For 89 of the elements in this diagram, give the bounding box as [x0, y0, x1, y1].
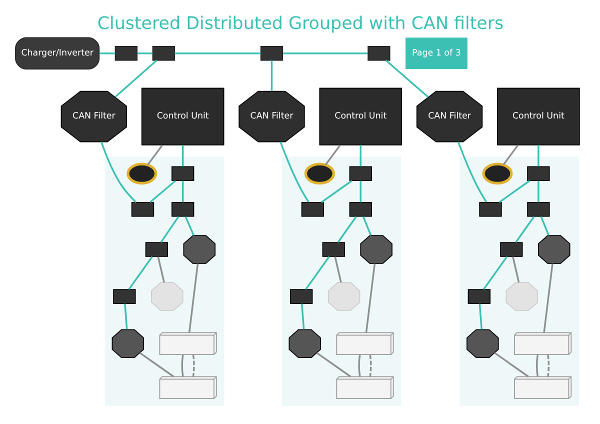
connector	[537, 145, 539, 166]
connector	[512, 256, 520, 283]
connector	[138, 352, 174, 378]
connector	[359, 145, 362, 166]
connector	[478, 304, 482, 330]
node-box	[260, 46, 283, 61]
node-box	[300, 202, 324, 217]
node-box	[500, 242, 522, 257]
node-box	[290, 289, 312, 304]
diagram-title: Clustered Distributed Grouped with CAN filters	[96, 14, 504, 34]
connector	[128, 256, 152, 290]
connector	[304, 256, 330, 290]
connector	[384, 60, 428, 98]
connector	[146, 144, 163, 166]
node-box	[112, 289, 136, 304]
node-box	[478, 202, 502, 217]
connector	[174, 52, 260, 54]
cluster	[281, 156, 401, 406]
connector	[546, 354, 550, 377]
connector	[536, 354, 538, 377]
node-box	[114, 46, 137, 61]
node-box	[171, 202, 194, 217]
connector	[364, 263, 376, 333]
node-box	[526, 202, 550, 217]
node-box: Control Unit	[496, 88, 580, 146]
node-octagon	[111, 329, 144, 358]
connector	[320, 180, 352, 204]
node-box	[467, 289, 490, 304]
label: Page 1 of 3	[412, 48, 460, 59]
connector	[124, 304, 128, 330]
connector	[136, 52, 152, 54]
connector	[498, 180, 530, 204]
connector	[300, 304, 304, 330]
node-octagon	[327, 282, 360, 311]
connector	[181, 180, 184, 202]
connector	[114, 60, 157, 98]
node-octagon	[360, 235, 392, 264]
node-box: Charger/Inverter	[14, 37, 100, 70]
connector	[362, 216, 372, 236]
node-ring	[304, 162, 334, 185]
connector	[514, 216, 534, 243]
connector	[334, 256, 342, 283]
node-octagon	[182, 235, 216, 264]
node-ring	[482, 162, 512, 185]
node-ring	[126, 162, 157, 185]
connector	[270, 60, 272, 92]
node-box: Control Unit	[140, 88, 224, 146]
node-box	[130, 202, 154, 217]
connector	[279, 142, 309, 202]
connector	[192, 354, 194, 377]
connector	[358, 354, 360, 377]
connector	[184, 216, 194, 236]
connector	[324, 144, 340, 166]
cluster	[104, 156, 224, 406]
node-octagon	[538, 235, 570, 264]
node-box	[526, 166, 550, 182]
connector	[542, 263, 553, 333]
node-box	[171, 166, 194, 182]
connector	[156, 256, 164, 283]
connector	[316, 352, 351, 378]
node-box	[348, 166, 372, 182]
node-box	[348, 202, 372, 217]
connector	[148, 180, 176, 203]
connector	[482, 256, 508, 290]
connector	[502, 144, 518, 166]
node-box: Control Unit	[318, 88, 402, 146]
connector	[100, 142, 136, 203]
connector	[359, 180, 362, 202]
cluster	[459, 156, 578, 406]
connector	[368, 354, 372, 377]
connector	[494, 352, 528, 378]
connector	[180, 354, 184, 377]
connector	[160, 216, 179, 243]
connector	[537, 180, 539, 202]
connector	[456, 142, 487, 202]
connector	[540, 216, 550, 236]
node-octagon	[505, 282, 538, 311]
connector	[98, 52, 115, 54]
connector	[336, 216, 356, 243]
node-box	[144, 242, 168, 257]
node-box	[322, 242, 344, 257]
connector	[188, 263, 198, 333]
connector	[181, 145, 184, 166]
node-octagon	[150, 282, 183, 311]
node-octagon	[466, 329, 498, 358]
node-octagon	[288, 329, 320, 358]
connector	[282, 52, 368, 54]
node-box	[367, 46, 390, 61]
node-box	[152, 46, 174, 61]
